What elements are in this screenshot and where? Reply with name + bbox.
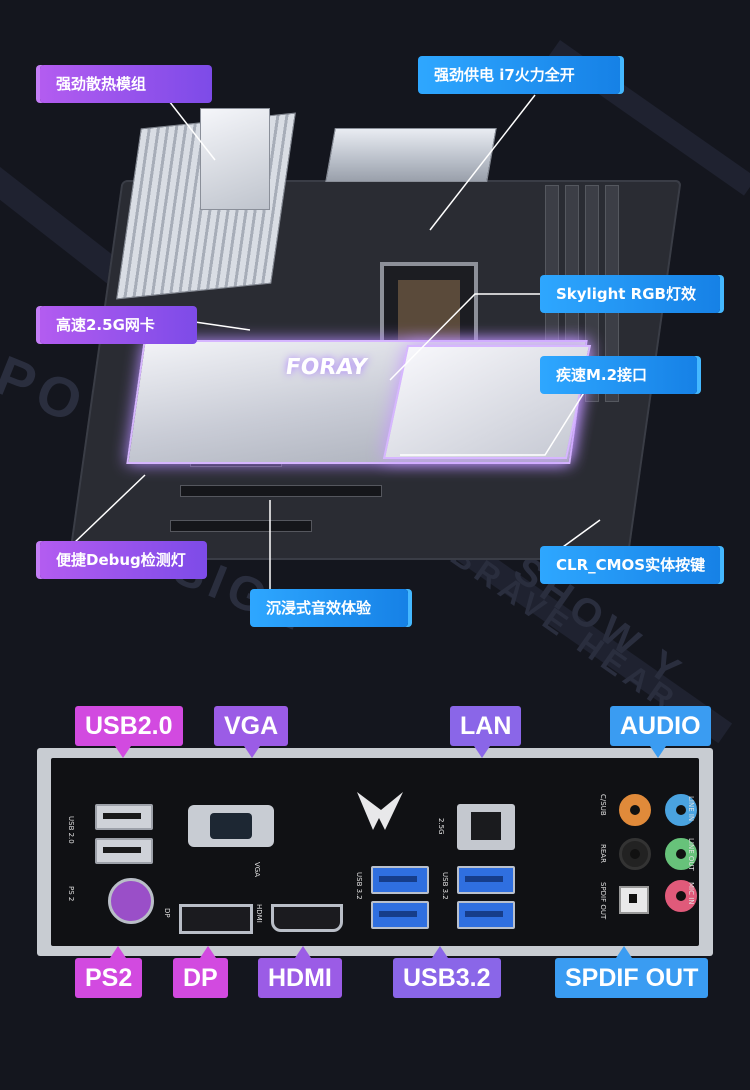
tag-usb2: USB2.0 (75, 706, 183, 746)
tag-hdmi: HDMI (258, 958, 342, 998)
spdif-label: SPDIF OUT (599, 882, 607, 920)
usb32-label-a: USB 3.2 (355, 872, 363, 900)
rear-label: REAR (599, 844, 607, 863)
brand-logo-icon (357, 792, 403, 830)
callout-clr-cmos: CLR_CMOS实体按键 (540, 546, 720, 584)
tag-vga: VGA (214, 706, 289, 746)
tag-lan: LAN (450, 706, 522, 746)
audio-jack-rear (619, 838, 651, 870)
vga-port (188, 805, 274, 847)
lan-socket (471, 812, 501, 840)
usb32-label-b: USB 3.2 (441, 872, 449, 900)
callout-power: 强劲供电 i7火力全开 (418, 56, 620, 94)
line-in-label: LINE IN (687, 796, 695, 822)
board-logo: FORAY (283, 355, 369, 380)
callout-lan: 高速2.5G网卡 (40, 306, 197, 344)
dp-label: DP (163, 908, 171, 918)
tag-ps2: PS2 (75, 958, 143, 998)
tag-pointer (650, 746, 666, 758)
dp-port (179, 904, 253, 934)
tag-pointer (110, 946, 126, 958)
lan-label: 2.5G (437, 818, 445, 835)
tag-pointer (115, 746, 131, 758)
pcie-slot (180, 485, 382, 497)
csub-label: C/SUB (599, 794, 607, 816)
audio-jack-line-out (665, 838, 697, 870)
usb32-port (457, 901, 515, 929)
hdmi-port (271, 904, 343, 932)
callout-rgb: Skylight RGB灯效 (540, 275, 720, 313)
vga-label: VGA (253, 862, 261, 878)
audio-jack-mic-in (665, 880, 697, 912)
usb2-label: USB 2.0 (67, 816, 75, 844)
cpu-socket-pins (398, 280, 460, 340)
tag-pointer (244, 746, 260, 758)
usb32-port (457, 866, 515, 894)
audio-jack-csub (619, 794, 651, 826)
ps2-port (108, 878, 154, 924)
usb32-port (371, 901, 429, 929)
line-out-label: LINE OUT (687, 838, 695, 871)
io-shield: USB 2.0 PS 2 VGA DP HDMI USB 3.2 2.5G US… (37, 748, 713, 956)
callout-debug: 便捷Debug检测灯 (40, 541, 207, 579)
audio-jack-line-in (665, 794, 697, 826)
callout-audio-fx: 沉浸式音效体验 (250, 589, 408, 627)
tag-usb32: USB3.2 (393, 958, 501, 998)
tag-pointer (474, 746, 490, 758)
lan-port (457, 804, 515, 850)
ps2-label: PS 2 (67, 886, 75, 902)
vga-pins (210, 813, 252, 839)
vrm-heatsink-top (325, 128, 497, 182)
usb2-port-top (95, 804, 153, 830)
callout-cooling: 强劲散热模组 (40, 65, 212, 103)
mic-in-label: MIC IN (687, 882, 695, 905)
usb2-port-bottom (95, 838, 153, 864)
hdmi-label: HDMI (255, 904, 263, 923)
io-shield-plate: USB 2.0 PS 2 VGA DP HDMI USB 3.2 2.5G US… (51, 758, 699, 946)
pcie-slot (170, 520, 312, 532)
callout-m2: 疾速M.2接口 (540, 356, 697, 394)
tag-dp: DP (173, 958, 228, 998)
vrm-heatsink-cover (200, 108, 270, 210)
tag-pointer (200, 946, 216, 958)
tag-pointer (432, 946, 448, 958)
tag-pointer (295, 946, 311, 958)
spdif-port (619, 886, 649, 914)
usb32-port (371, 866, 429, 894)
tag-audio: AUDIO (610, 706, 711, 746)
tag-spdif: SPDIF OUT (555, 958, 709, 998)
tag-pointer (616, 946, 632, 958)
